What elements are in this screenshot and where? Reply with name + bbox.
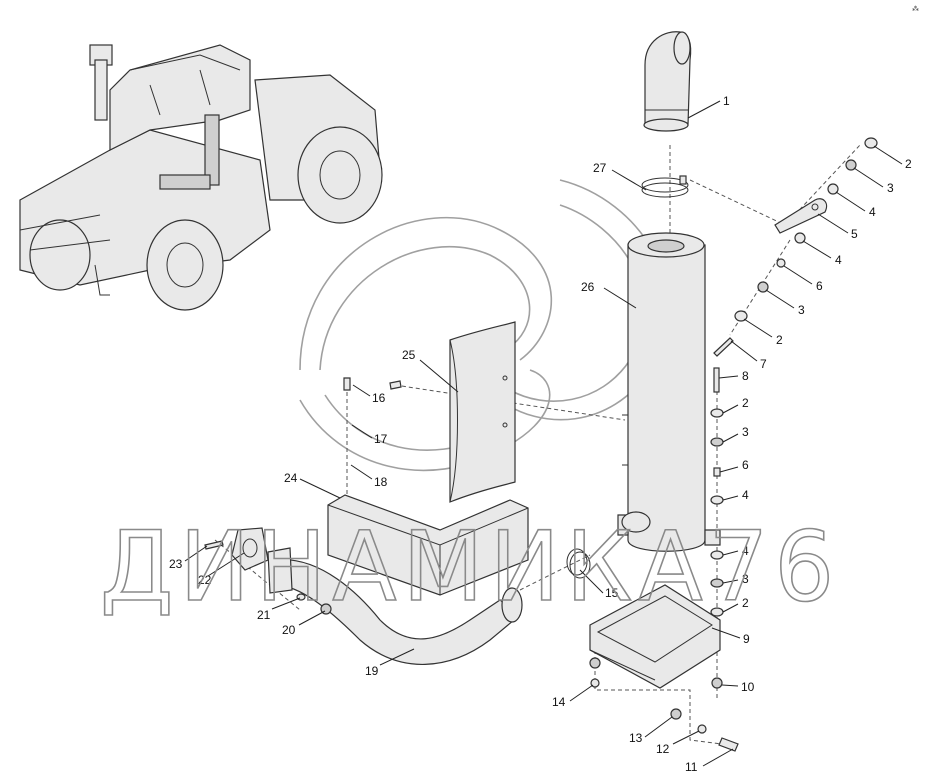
gasket-fasteners	[204, 527, 332, 615]
callout-16: 16	[372, 391, 386, 405]
fasteners-lower	[589, 657, 739, 752]
callout-4: 4	[835, 253, 842, 267]
exhaust-pipe	[267, 547, 523, 665]
callout-6: 6	[816, 279, 823, 293]
callout-3: 3	[798, 303, 805, 317]
support-plate	[589, 584, 721, 689]
callout-4: 4	[742, 488, 749, 502]
callout-2: 2	[742, 396, 749, 410]
corner-mark: ⁂	[912, 5, 919, 13]
callout-27: 27	[593, 161, 607, 175]
callout-21: 21	[257, 608, 271, 622]
callout-2: 2	[742, 596, 749, 610]
clamp-27	[641, 175, 689, 198]
callout-18: 18	[374, 475, 388, 489]
muffler	[617, 232, 721, 552]
watermark-text: ДИНАМИКА76	[100, 511, 840, 623]
clamp-15	[566, 548, 591, 579]
callout-20: 20	[282, 623, 296, 637]
callout-10: 10	[741, 680, 755, 694]
bracket	[774, 198, 828, 234]
callout-23: 23	[169, 557, 183, 571]
callout-22: 22	[198, 573, 212, 587]
callout-24: 24	[284, 471, 298, 485]
fasteners-left	[343, 377, 402, 391]
callout-4: 4	[869, 205, 876, 219]
assembly-lines	[214, 144, 861, 746]
callout-3: 3	[887, 181, 894, 195]
callout-7: 7	[760, 357, 767, 371]
callout-9: 9	[743, 632, 750, 646]
heat-shield	[449, 321, 516, 503]
callout-5: 5	[851, 227, 858, 241]
heat-shield-box	[327, 494, 529, 596]
callout-26: 26	[581, 280, 595, 294]
callout-11: 11	[685, 760, 698, 774]
callout-2: 2	[776, 333, 783, 347]
callout-15: 15	[605, 586, 619, 600]
callout-numbers: 1 2 3 4 5 4 6 3 2 7 8 2 3 6 4 4 3 2 9 10…	[169, 94, 912, 774]
callout-2: 2	[905, 157, 912, 171]
callout-3: 3	[742, 572, 749, 586]
callout-13: 13	[629, 731, 643, 745]
callout-3: 3	[742, 425, 749, 439]
callout-1: 1	[723, 94, 730, 108]
tractor-illustration	[19, 44, 383, 311]
callout-19: 19	[365, 664, 379, 678]
callout-8: 8	[742, 369, 749, 383]
fasteners-upper	[713, 137, 878, 357]
callout-14: 14	[552, 695, 566, 709]
callout-25: 25	[402, 348, 416, 362]
exhaust-elbow	[643, 31, 692, 132]
callout-6: 6	[742, 458, 749, 472]
leader-lines	[184, 100, 903, 767]
callout-12: 12	[656, 742, 670, 756]
callout-17: 17	[374, 432, 388, 446]
callout-4: 4	[742, 544, 749, 558]
